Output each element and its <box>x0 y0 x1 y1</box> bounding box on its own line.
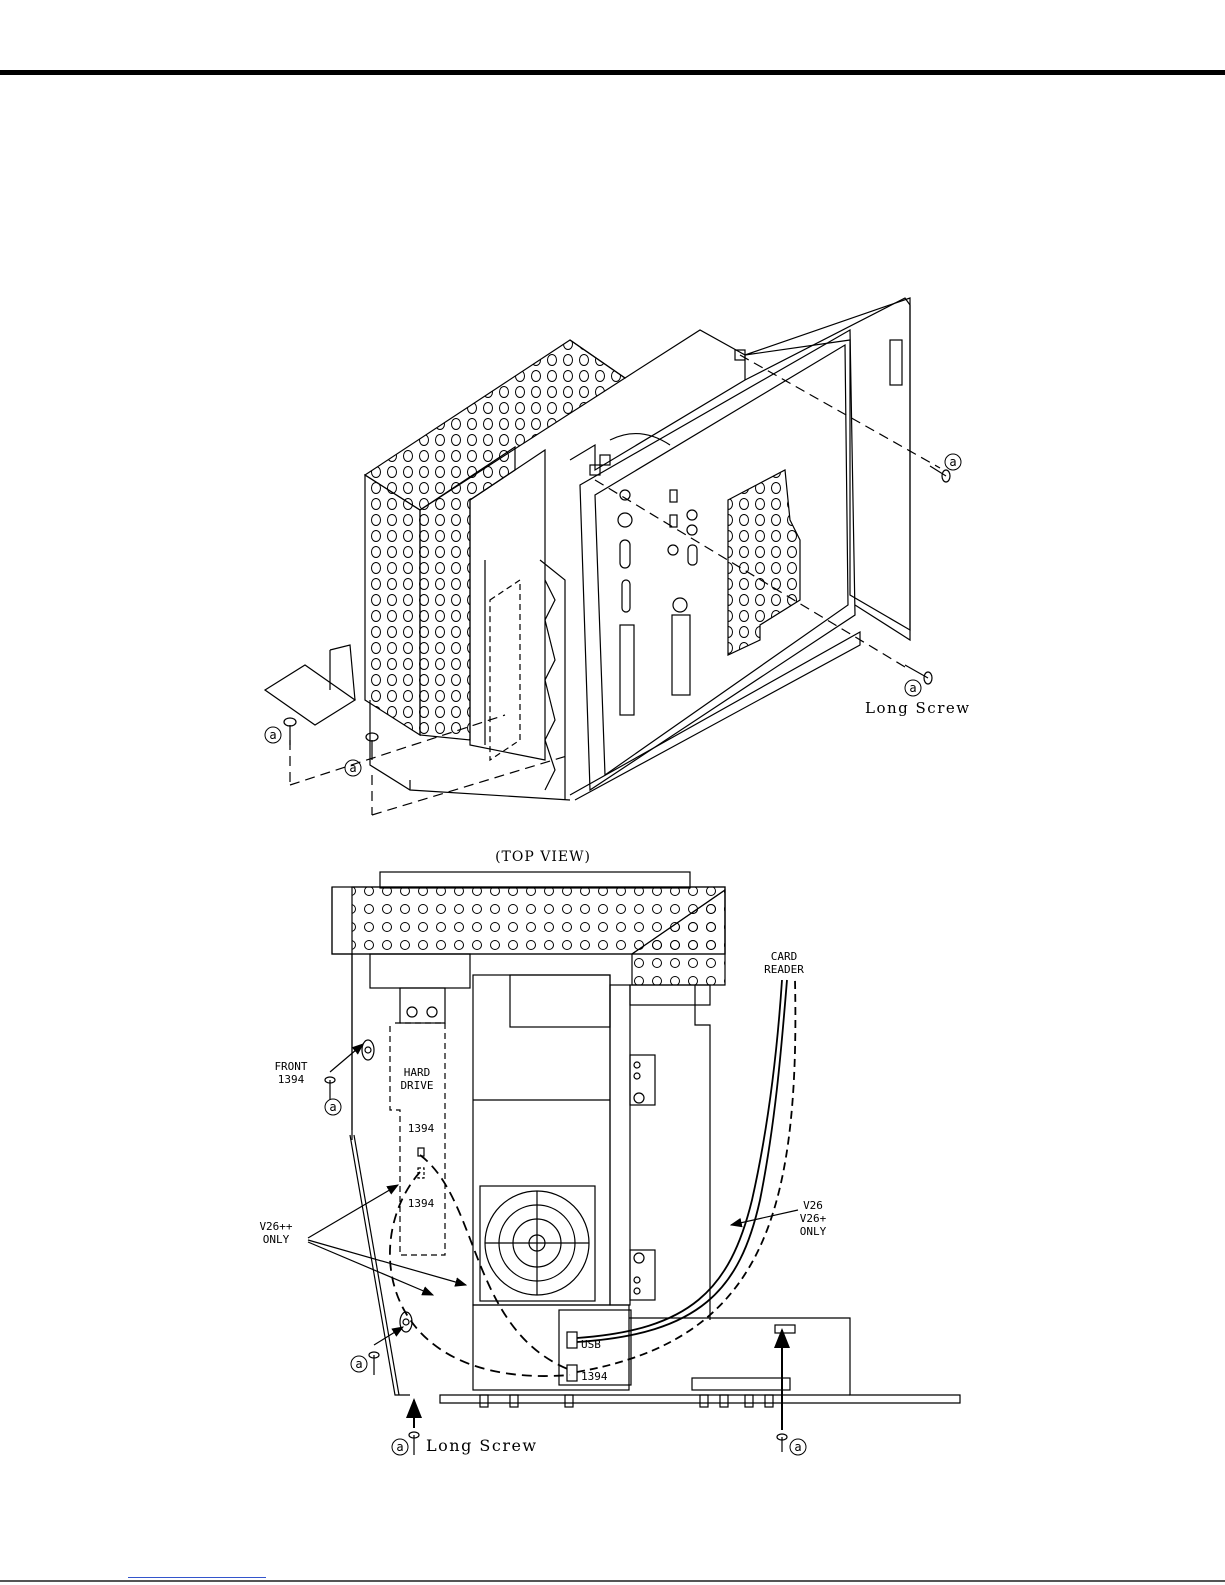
isometric-view <box>265 298 950 815</box>
card-reader-label: READER <box>764 963 804 976</box>
usb-port-label: USB <box>581 1338 601 1351</box>
circle-a-label: a <box>794 1440 801 1454</box>
top-view-title: (TOP VIEW) <box>495 849 591 865</box>
circle-a-label: a <box>329 1100 336 1114</box>
hard-drive-label: DRIVE <box>400 1079 433 1092</box>
long-screw-label: Long Screw <box>865 699 971 717</box>
v26pp-only-label: ONLY <box>263 1233 290 1246</box>
panel-connectors <box>618 470 800 715</box>
port-1394-label: 1394 <box>581 1370 608 1383</box>
callout-arrows <box>308 1044 798 1430</box>
circle-a-label: a <box>909 681 916 695</box>
footer-link[interactable] <box>128 1567 266 1578</box>
front-1394-label: FRONT <box>274 1060 307 1073</box>
v26-only-label: V26 <box>803 1199 823 1212</box>
circle-a-label: a <box>349 761 356 775</box>
circle-a-label: a <box>396 1440 403 1454</box>
top-view-labels: CARD READER FRONT 1394 HARD DRIVE 1394 1… <box>259 950 826 1455</box>
hard-drive-label: HARD <box>404 1066 431 1079</box>
v26-only-label: ONLY <box>800 1225 827 1238</box>
circle-a-label: a <box>355 1357 362 1371</box>
port-1394-label: 1394 <box>408 1197 435 1210</box>
circle-a-label: a <box>949 455 956 469</box>
circle-a-label: a <box>269 728 276 742</box>
card-reader-label: CARD <box>771 950 798 963</box>
bottom-connectors <box>480 1395 773 1407</box>
top-view <box>325 872 960 1455</box>
v26pp-only-label: V26++ <box>259 1220 292 1233</box>
port-1394-label: 1394 <box>408 1122 435 1135</box>
long-screw-label: Long Screw <box>426 1436 538 1455</box>
v26-only-label: V26+ <box>800 1212 827 1225</box>
front-1394-label: 1394 <box>278 1073 305 1086</box>
footer-rule <box>0 1580 1225 1582</box>
